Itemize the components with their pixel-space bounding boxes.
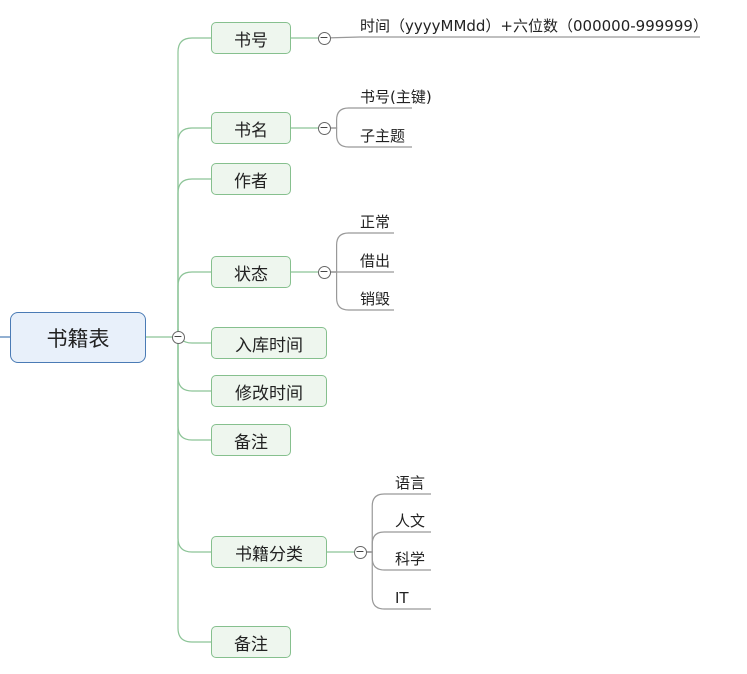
topic-node-0[interactable]: 书号 — [211, 22, 291, 54]
leaf-node[interactable]: 借出 — [360, 252, 391, 270]
leaf-node[interactable]: 子主题 — [360, 127, 406, 145]
branch-line-2 — [177, 178, 211, 337]
leaf-node[interactable]: 时间（yyyyMMdd）+六位数（000000-999999） — [360, 17, 708, 35]
topic-node-5[interactable]: 修改时间 — [211, 375, 327, 407]
leaf-node[interactable]: 科学 — [395, 550, 426, 568]
branch-line-7 — [177, 337, 211, 553]
leaf-node[interactable]: 人文 — [395, 512, 426, 530]
leaf-node[interactable]: 语言 — [395, 474, 426, 492]
leaf-node[interactable]: 正常 — [360, 213, 391, 231]
leaf-line-7-0 — [360, 493, 431, 553]
topic-collapse-toggle-3[interactable]: − — [317, 264, 331, 279]
branch-line-0 — [177, 37, 211, 337]
leaf-node[interactable]: IT — [395, 589, 409, 607]
branch-line-3 — [177, 271, 211, 337]
leaf-line-7-3 — [360, 551, 431, 610]
leaf-line-1-0 — [324, 107, 412, 129]
leaf-line-3-2 — [324, 271, 394, 311]
leaf-line-1-1 — [324, 127, 412, 148]
topic-collapse-toggle-7[interactable]: − — [353, 544, 367, 559]
leaf-node[interactable]: 书号(主键) — [360, 88, 432, 106]
branch-line-1 — [177, 127, 211, 337]
topic-node-4[interactable]: 入库时间 — [211, 327, 327, 359]
topic-node-1[interactable]: 书名 — [211, 112, 291, 144]
topic-collapse-toggle-1[interactable]: − — [317, 120, 331, 135]
root-topic[interactable]: 书籍表 — [10, 312, 146, 363]
leaf-line-7-1 — [360, 531, 431, 553]
branch-line-8 — [177, 337, 211, 643]
topic-node-7[interactable]: 书籍分类 — [211, 536, 327, 568]
root-collapse-toggle[interactable]: − — [171, 329, 185, 344]
topic-node-3[interactable]: 状态 — [211, 256, 291, 288]
leaf-node[interactable]: 销毁 — [360, 290, 391, 308]
leaf-line-3-0 — [324, 232, 394, 273]
topic-node-2[interactable]: 作者 — [211, 163, 291, 195]
topic-node-8[interactable]: 备注 — [211, 626, 291, 658]
leaf-line-0-0 — [323, 36, 700, 39]
topic-collapse-toggle-0[interactable]: − — [317, 30, 331, 45]
topic-node-6[interactable]: 备注 — [211, 424, 291, 456]
branch-line-5 — [177, 337, 211, 392]
